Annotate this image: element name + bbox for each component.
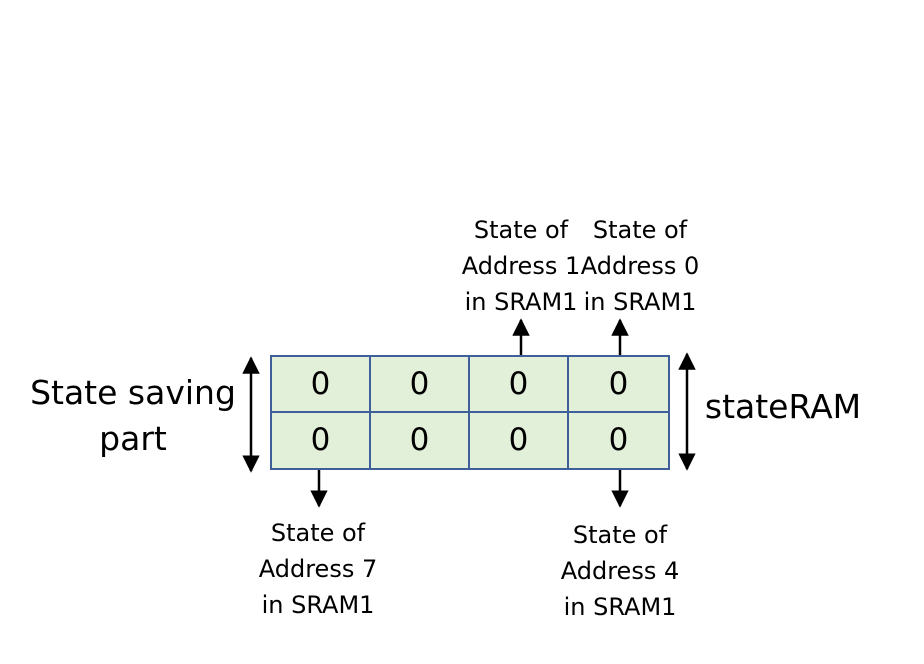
cell-r1-c0: 0 <box>272 412 371 468</box>
label-address-7: State of Address 7 in SRAM1 <box>258 519 378 619</box>
cell-r0-c0: 0 <box>272 357 371 413</box>
cell-r1-c2: 0 <box>470 412 569 468</box>
label-state-saving-part: State saving part <box>30 373 236 458</box>
cell-r0-c3: 0 <box>569 357 668 413</box>
label-stateram: stateRAM <box>704 387 862 426</box>
state-ram-grid: 0 0 0 0 0 0 0 0 <box>270 355 670 470</box>
cell-r1-c1: 0 <box>371 412 470 468</box>
label-address-4: State of Address 4 in SRAM1 <box>560 521 680 621</box>
label-address-0: State of Address 0 in SRAM1 <box>580 216 700 316</box>
cell-r0-c2: 0 <box>470 357 569 413</box>
cell-r1-c3: 0 <box>608 422 629 459</box>
label-address-1: State of Address 1 in SRAM1 <box>461 216 581 316</box>
cell-r0-c1: 0 <box>371 357 470 413</box>
